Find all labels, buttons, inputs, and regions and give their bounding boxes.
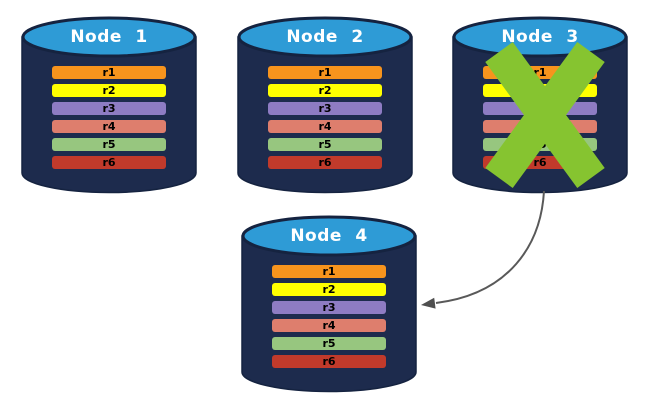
replica-row: r3 xyxy=(52,102,166,115)
row-stack: r1 r2 r3 r4 r5 r6 xyxy=(272,265,386,368)
row-stack: r1 r2 r3 r4 r5 r6 xyxy=(483,66,597,169)
replica-row: r1 xyxy=(268,66,382,79)
replica-row: r2 xyxy=(52,84,166,97)
replica-row: r5 xyxy=(272,337,386,350)
node-title: Node 4 xyxy=(290,226,368,246)
row-stack: r1 r2 r3 r4 r5 r6 xyxy=(268,66,382,169)
node-title: Node 1 xyxy=(70,27,148,47)
replica-row: r5 xyxy=(483,138,597,151)
node-title: Node 2 xyxy=(286,27,364,47)
replica-row: r4 xyxy=(268,120,382,133)
replica-row: r2 xyxy=(268,84,382,97)
replica-row: r1 xyxy=(483,66,597,79)
replica-row: r3 xyxy=(483,102,597,115)
node-title: Node 3 xyxy=(501,27,579,47)
row-stack: r1 r2 r3 r4 r5 r6 xyxy=(52,66,166,169)
replica-row: r4 xyxy=(483,120,597,133)
replica-row: r6 xyxy=(52,156,166,169)
replica-row: r1 xyxy=(272,265,386,278)
replica-row: r5 xyxy=(268,138,382,151)
replica-row: r5 xyxy=(52,138,166,151)
replica-row: r4 xyxy=(52,120,166,133)
replica-row: r2 xyxy=(272,283,386,296)
replica-row: r6 xyxy=(483,156,597,169)
replica-row: r4 xyxy=(272,319,386,332)
replica-row: r6 xyxy=(268,156,382,169)
replica-row: r1 xyxy=(52,66,166,79)
replica-row: r3 xyxy=(272,301,386,314)
replica-row: r6 xyxy=(272,355,386,368)
node-1: Node 1 r1 r2 r3 r4 r5 r6 xyxy=(20,16,198,212)
node-4: Node 4 r1 r2 r3 r4 r5 r6 xyxy=(240,215,418,402)
replica-row: r3 xyxy=(268,102,382,115)
node-2: Node 2 r1 r2 r3 r4 r5 r6 xyxy=(236,16,414,212)
replica-row: r2 xyxy=(483,84,597,97)
node-3: Node 3 r1 r2 r3 r4 r5 r6 xyxy=(451,16,629,212)
